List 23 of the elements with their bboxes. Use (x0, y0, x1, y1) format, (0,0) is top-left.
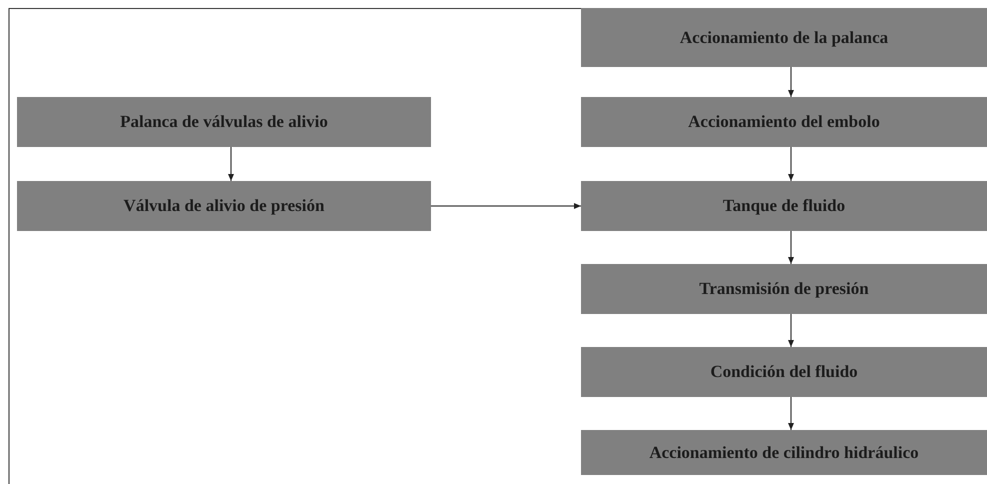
box-label: Accionamiento de cilindro hidráulico (649, 444, 919, 462)
box-label: Válvula de alivio de presión (124, 197, 324, 215)
arrow (228, 146, 234, 182)
arrow (430, 203, 582, 209)
process-box (17, 181, 431, 231)
arrow (788, 230, 794, 264)
process-box (581, 181, 987, 231)
arrow (788, 66, 794, 98)
process-box (581, 430, 987, 475)
box-label: Condición del fluido (710, 363, 858, 381)
process-box (581, 347, 987, 397)
box-label: Tanque de fluido (722, 197, 846, 215)
box-label: Accionamiento del embolo (688, 113, 880, 131)
box-label: Palanca de válvulas de alivio (120, 113, 328, 131)
process-box (581, 8, 987, 67)
box-label: Transmisión de presión (699, 280, 869, 298)
process-box (581, 264, 987, 314)
process-box (581, 97, 987, 147)
arrow (788, 146, 794, 182)
process-box (17, 97, 431, 147)
arrow (788, 396, 794, 430)
arrow (788, 314, 794, 348)
box-label: Accionamiento de la palanca (680, 28, 888, 46)
